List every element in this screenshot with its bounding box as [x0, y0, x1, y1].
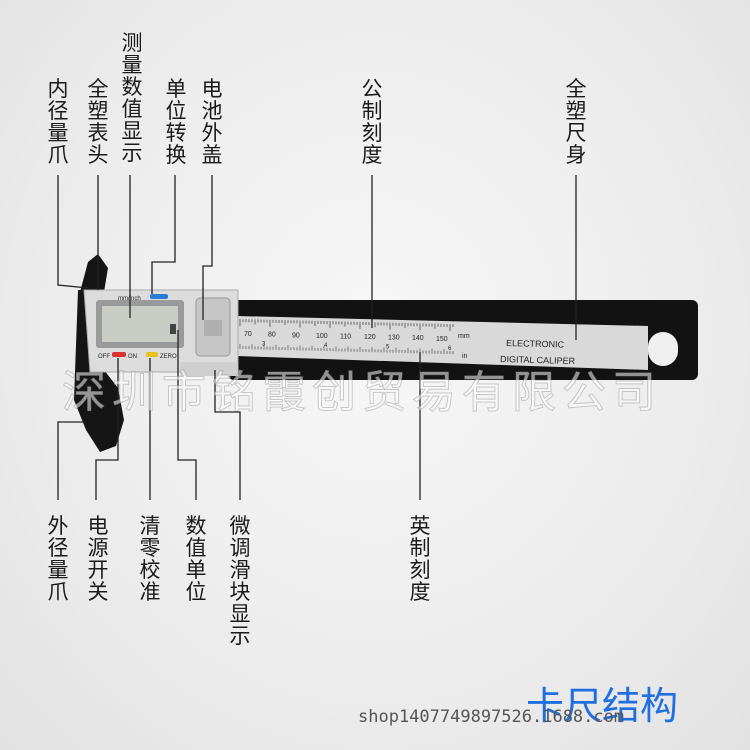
label-inch-scale: 英制刻度	[409, 514, 431, 604]
metric-tick-label: 110	[340, 333, 351, 340]
in-unit-label: in	[462, 353, 468, 360]
label-plastic-head: 全塑表头	[87, 77, 109, 167]
inner-jaw	[80, 254, 108, 292]
leader-power	[95, 358, 119, 500]
label-outer-jaw: 外径量爪	[47, 514, 69, 604]
label-zero: 清零校准	[139, 514, 161, 604]
leader-unit-switch	[151, 175, 176, 294]
battery-slot	[204, 320, 222, 336]
label-display: 测量数值显示	[121, 31, 143, 165]
zero-label: ZERO	[160, 354, 177, 360]
label-battery-cover: 电池外盖	[201, 77, 223, 167]
ruler-face	[236, 316, 648, 370]
off-on-button[interactable]	[112, 352, 126, 357]
label-unit-display: 数值单位	[185, 514, 207, 604]
scale-strip: 70 80 90 100 110 120 130 140 150 3 4 5 6	[239, 319, 454, 355]
zero-button[interactable]	[146, 352, 158, 357]
label-metric-scale: 公制刻度	[361, 77, 383, 167]
slider-lower	[180, 362, 238, 376]
label-power-switch: 电源开关	[87, 514, 109, 604]
metric-tick-label: 70	[244, 331, 252, 338]
inch-tick-label: 6	[448, 346, 452, 352]
metric-tick-label: 140	[412, 335, 424, 342]
inch-tick-label: 5	[386, 345, 390, 351]
leader-battery	[202, 175, 213, 320]
watermark: 深圳市铭霞创贸易有限公司	[62, 367, 662, 419]
diagram-title: 卡尺结构	[526, 684, 679, 728]
footer-url: shop1407749897526.1688.com	[358, 707, 625, 727]
leader-inner-jaw	[57, 175, 89, 289]
label-fine-slider: 微调滑块显示	[229, 514, 251, 648]
metric-tick-label: 150	[436, 336, 448, 343]
brand-line1: ELECTRONIC	[506, 338, 565, 350]
label-inner-jaw: 内径量爪	[47, 77, 69, 167]
unit-indicator	[170, 324, 176, 334]
inch-tick-label: 3	[262, 342, 266, 348]
metric-tick-label: 80	[268, 332, 276, 339]
metric-tick-label: 130	[388, 335, 400, 342]
metric-tick-label: 90	[292, 332, 300, 339]
ruler-end-hole	[648, 332, 678, 366]
metric-tick-label: 120	[364, 334, 376, 341]
inch-tick-label: 4	[324, 343, 328, 349]
unit-button-label: mm/inch	[118, 296, 141, 302]
lcd-screen	[102, 306, 178, 342]
on-label: ON	[128, 354, 137, 360]
label-ruler-body: 全塑尺身	[565, 77, 587, 167]
leader-fine-slider	[214, 370, 241, 500]
label-unit-switch: 单位转换	[165, 77, 187, 167]
leader-unit-display	[177, 330, 197, 500]
metric-tick-label: 100	[316, 333, 328, 340]
leader-outer-jaw	[57, 421, 86, 500]
unit-button[interactable]	[150, 294, 168, 299]
off-label: OFF	[98, 354, 110, 360]
mm-unit-label: mm	[458, 333, 470, 340]
brand-line2: DIGITAL CALIPER	[500, 354, 576, 366]
